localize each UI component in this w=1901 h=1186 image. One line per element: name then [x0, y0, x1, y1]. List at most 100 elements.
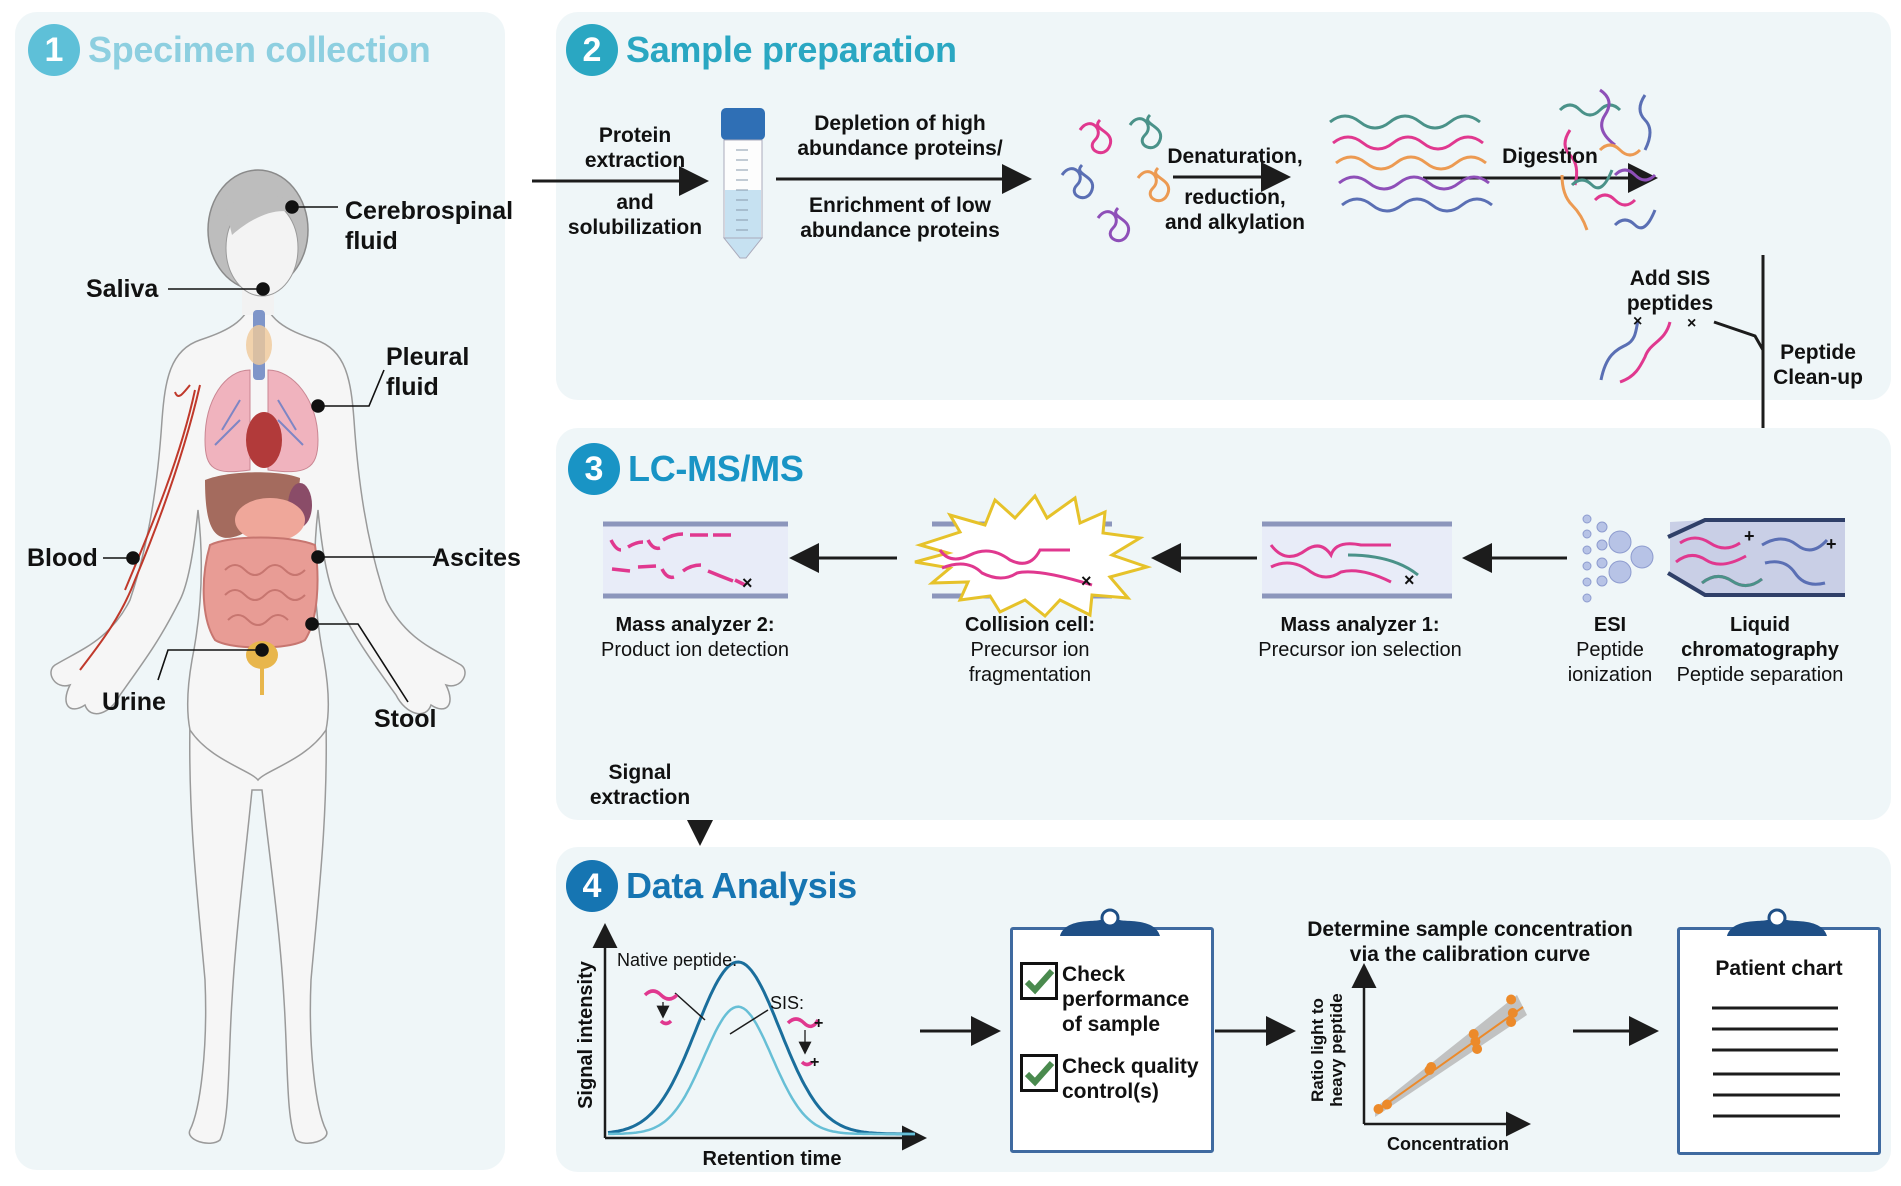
svg-text:×: ×: [742, 573, 753, 593]
label-add-sis: Add SIS peptides: [1615, 266, 1725, 316]
label-text: Clean-up: [1773, 366, 1863, 389]
sis-pointer: [729, 1009, 769, 1035]
caption-title: Mass analyzer 1:: [1280, 614, 1440, 636]
native-peptide-peak: [607, 960, 915, 1136]
label-csf-line1: Cerebrospinal: [345, 197, 514, 225]
patient-chart-title: Patient chart: [1715, 957, 1843, 980]
checkbox-checked-icon: [1020, 962, 1058, 1000]
mass-analyzer-1-icon: ×: [1262, 521, 1452, 599]
native-peptide-glyph: [643, 989, 679, 1026]
label-text: reduction,: [1184, 186, 1286, 209]
sis-join-line: [1713, 320, 1765, 351]
checklist-text: of sample: [1062, 1013, 1161, 1036]
label-pleural-line1: Pleural: [386, 343, 470, 371]
label-text: solubilization: [567, 216, 703, 239]
caption-title: chromatography: [1681, 639, 1839, 661]
calibration-points: [1373, 994, 1518, 1114]
denatured-strands-icon: [1329, 114, 1493, 213]
label-text: abundance proteins: [800, 219, 1000, 242]
step4-title: Data Analysis: [626, 865, 857, 906]
label-text: peptides: [1626, 292, 1714, 315]
sis-peptide-glyph: [786, 1017, 820, 1067]
falcon-tube-icon: [721, 108, 765, 259]
chromatogram-chart: + + Native peptide: SIS: Retention time …: [575, 923, 927, 1170]
calibration-point: [1382, 1099, 1392, 1110]
clipboard-clip-icon: [1060, 908, 1160, 936]
label-text: Enrichment of low: [808, 194, 991, 217]
step4-badge: 4: [566, 860, 618, 912]
caption-desc: Peptide separation: [1676, 664, 1844, 686]
human-body-illustration: [50, 169, 466, 1144]
svg-text:+: +: [1744, 526, 1755, 546]
calibration-title: Determine sample concentration via the c…: [1290, 917, 1650, 967]
label-text: Depletion of high: [814, 112, 986, 135]
label-csf-line2: fluid: [345, 227, 398, 255]
label-pleural-line2: fluid: [386, 373, 439, 401]
caption-desc: fragmentation: [968, 664, 1092, 686]
step2-header: 2 Sample preparation: [566, 24, 957, 76]
label-stool: Stool: [374, 705, 437, 733]
checklist-item: Check performance of sample: [1020, 962, 1189, 1037]
caption-collision-cell: Collision cell: Precursor ion fragmentat…: [920, 613, 1140, 688]
calibration-point: [1472, 1044, 1483, 1054]
calibration-point: [1373, 1104, 1384, 1114]
svg-text:×: ×: [1404, 570, 1415, 590]
label-text: Peptide: [1780, 341, 1856, 364]
step3-header: 3 LC-MS/MS: [568, 443, 804, 495]
step4-header: 4 Data Analysis: [566, 860, 857, 912]
label-text: Protein: [598, 124, 672, 147]
checklist-text: control(s): [1062, 1080, 1159, 1103]
caption-title: Mass analyzer 2:: [615, 614, 775, 636]
step3-badge: 3: [568, 443, 620, 495]
label-text: Add SIS: [1629, 267, 1711, 290]
native-peptide-label: Native peptide:: [617, 950, 737, 970]
label-text: and: [616, 191, 654, 214]
heart: [246, 412, 282, 468]
calibration-x-label: Concentration: [1387, 1134, 1509, 1154]
body-legs: [188, 719, 328, 1144]
sis-peptides-icon: × ×: [1599, 313, 1696, 384]
stomach: [235, 498, 305, 542]
calibration-point: [1468, 1029, 1479, 1039]
calibration-title-line: Determine sample concentration: [1307, 918, 1633, 941]
calibration-point: [1506, 994, 1517, 1005]
caption-liquid-chromatography: Liquid chromatography Peptide separation: [1665, 613, 1855, 688]
collision-cell-icon: ×: [914, 493, 1153, 619]
step3-title: LC-MS/MS: [628, 448, 804, 489]
label-reduction: reduction, and alkylation: [1160, 185, 1310, 235]
checklist-text: Check quality: [1062, 1055, 1199, 1078]
label-peptide-cleanup: Peptide Clean-up: [1763, 340, 1873, 390]
checklist-text: Check: [1062, 963, 1126, 986]
confidence-band: [1375, 995, 1527, 1117]
checklist-text: performance: [1062, 988, 1190, 1011]
clipboard-clip-icon: [1727, 908, 1827, 936]
caption-mass-analyzer-2: Mass analyzer 2: Product ion detection: [575, 613, 815, 663]
calibration-chart: Concentration Ratio light to heavy pepti…: [1308, 963, 1531, 1154]
label-depletion: Depletion of high abundance proteins/: [780, 111, 1020, 161]
label-protein-extraction: Protein extraction: [560, 123, 710, 173]
calibration-point: [1507, 1008, 1518, 1018]
label-denaturation: Denaturation,: [1160, 144, 1310, 169]
label-text: and alkylation: [1164, 211, 1306, 234]
calibration-y-label-1: Ratio light to: [1308, 998, 1327, 1102]
sis-label: SIS:: [770, 993, 804, 1013]
step1-badge: 1: [28, 24, 80, 76]
calibration-point: [1506, 1017, 1517, 1027]
chromatogram-y-label: Signal intensity: [575, 960, 597, 1109]
caption-desc: ionization: [1567, 664, 1653, 686]
heavy-label-mark: ×: [1687, 315, 1696, 332]
chromatogram-x-label: Retention time: [703, 1148, 842, 1170]
caption-title: Collision cell:: [964, 614, 1096, 636]
lungs: [204, 369, 319, 473]
caption-desc: Precursor ion selection: [1258, 639, 1462, 661]
calibration-title-line: via the calibration curve: [1349, 943, 1591, 966]
label-text: extraction: [584, 149, 686, 172]
caption-desc: Product ion detection: [601, 639, 789, 661]
calibration-point: [1426, 1062, 1437, 1072]
caption-desc: Precursor ion: [970, 639, 1090, 661]
label-blood: Blood: [27, 544, 98, 572]
mass-analyzer-2-icon: ×: [603, 521, 788, 599]
label-text: extraction: [589, 786, 691, 809]
